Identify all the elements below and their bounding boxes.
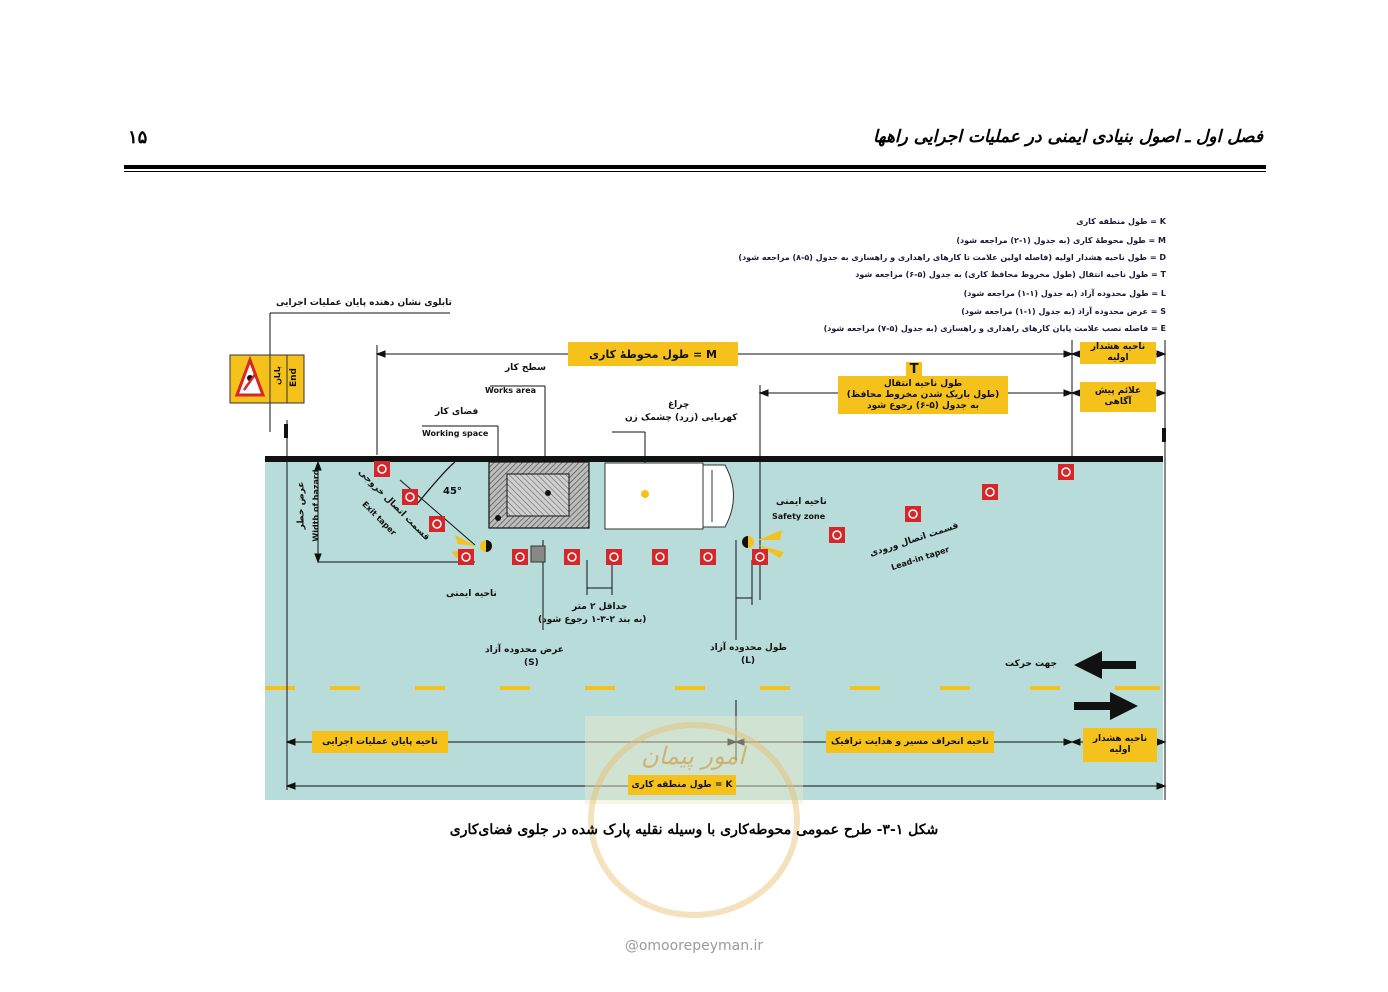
header-rule-thin xyxy=(124,171,1266,172)
works-area-label-en: Works area xyxy=(485,386,537,395)
chapter-title: فصل اول ـ اصول بنیادی ایمنی در عملیات اج… xyxy=(872,127,1263,147)
working-space-label-fa: فضای کار xyxy=(435,407,479,417)
min-2m-line1: حداقل ۲ متر xyxy=(572,602,628,612)
works-area-inner xyxy=(506,473,570,517)
k-box: K = طول منطقه کاری xyxy=(628,775,736,795)
t-box-line1: طول ناحیه انتقال xyxy=(883,378,963,389)
width-hazard-en: Width of hazard xyxy=(311,469,321,542)
watermark-text: امور پیمان xyxy=(641,742,745,770)
parked-vehicle-body xyxy=(604,462,704,530)
tick-right xyxy=(1162,428,1166,442)
end-sign-caption: تابلوی نشان دهنده پایان عملیات اجرایی xyxy=(276,298,452,308)
figure-caption: شکل ۱-۳- طرح عمومی محوطه‌کاری با وسیله ن… xyxy=(449,822,939,838)
header-rule-thick xyxy=(124,165,1266,169)
amber-lamp xyxy=(641,490,649,498)
t-box: طول ناحیه انتقال (طول باریک شدن مخروط مح… xyxy=(838,376,1008,414)
page-number: ۱۵ xyxy=(128,127,148,148)
watermark-seal-icon xyxy=(588,722,800,918)
safety-zone-left-label: ناحیه ایمنی xyxy=(446,589,497,599)
warning-light-right xyxy=(742,530,784,558)
safety-marker xyxy=(530,545,546,563)
legend-k: K = طول منطقه کاری xyxy=(1076,217,1166,226)
clear-length-line2: (L) xyxy=(741,656,755,666)
legend-m: M = طول محوطهٔ کاری (به جدول (۱-۲) مراجع… xyxy=(956,236,1166,245)
legend-s: S = عرض محدوده آزاد (به جدول (۱-۱) مراجع… xyxy=(961,307,1166,316)
t-letter: T xyxy=(906,362,922,376)
direction-arrow-right xyxy=(1074,692,1138,720)
legend-l: L = طول محدوده آزاد (به جدول (۱-۱) مراجع… xyxy=(963,289,1166,298)
lamp-label-line2: کهربایی (زرد) چشمک زن xyxy=(625,413,738,423)
legend-t: T = طول ناحیه انتقال (طول مخروط محافظ کا… xyxy=(855,270,1166,279)
lamp-label-line1: چراغ xyxy=(668,400,690,410)
end-sign-text-en: End xyxy=(289,368,299,387)
diversion-box: ناحیه انحراف مسیر و هدایت ترافیک xyxy=(826,731,994,753)
footer-url: @omoorepeyman.ir xyxy=(624,938,764,954)
end-sign-icon xyxy=(229,354,305,404)
direction-label: جهت حرکت xyxy=(1005,659,1057,669)
legend-d: D = طول ناحیه هشدار اولیه (فاصله اولین ع… xyxy=(738,253,1166,262)
width-hazard-fa: عرض خطر xyxy=(296,481,307,530)
advance-signs-box: علائم پیش آگاهی xyxy=(1080,382,1156,412)
t-box-line2: (طول باریک شدن مخروط محافظ) xyxy=(846,389,1000,400)
road-edge-line xyxy=(265,456,1163,462)
parked-vehicle-cab xyxy=(702,464,734,528)
works-area-label-fa: سطح کار xyxy=(505,363,547,373)
warning-zone-bottom-box: ناحیه هشدار اولیه xyxy=(1083,728,1157,762)
min-2m-line2: (به بند ۲-۳-۱ رجوع شود) xyxy=(538,615,647,625)
cones xyxy=(374,461,1074,565)
warning-zone-top-box: ناحیه هشدار اولیه xyxy=(1080,342,1156,364)
center-line-dashes xyxy=(265,686,1160,690)
tick-left xyxy=(284,424,288,438)
safety-zone-fa: ناحیه ایمنی xyxy=(776,497,827,507)
m-box: M = طول محوطهٔ کاری xyxy=(568,342,738,366)
working-space-label-en: Working space xyxy=(422,429,489,438)
end-sign-text-fa: پایان xyxy=(272,366,282,385)
clear-width-line2: (S) xyxy=(524,658,539,668)
clear-length-line1: طول محدوده آزاد xyxy=(710,643,787,653)
legend-e: E = فاصله نصب علامت پایان کارهای راهداری… xyxy=(823,324,1166,333)
angle-arc xyxy=(417,461,456,504)
clear-width-line1: عرض محدوده آزاد xyxy=(485,645,564,655)
direction-arrow-left xyxy=(1074,651,1136,679)
safety-zone-en: Safety zone xyxy=(772,512,826,521)
t-box-line3: به جدول (۵-۶) رجوع شود xyxy=(867,400,980,411)
angle-label: 45° xyxy=(443,486,462,497)
end-zone-box: ناحیه پایان عملیات اجرایی xyxy=(312,731,448,753)
